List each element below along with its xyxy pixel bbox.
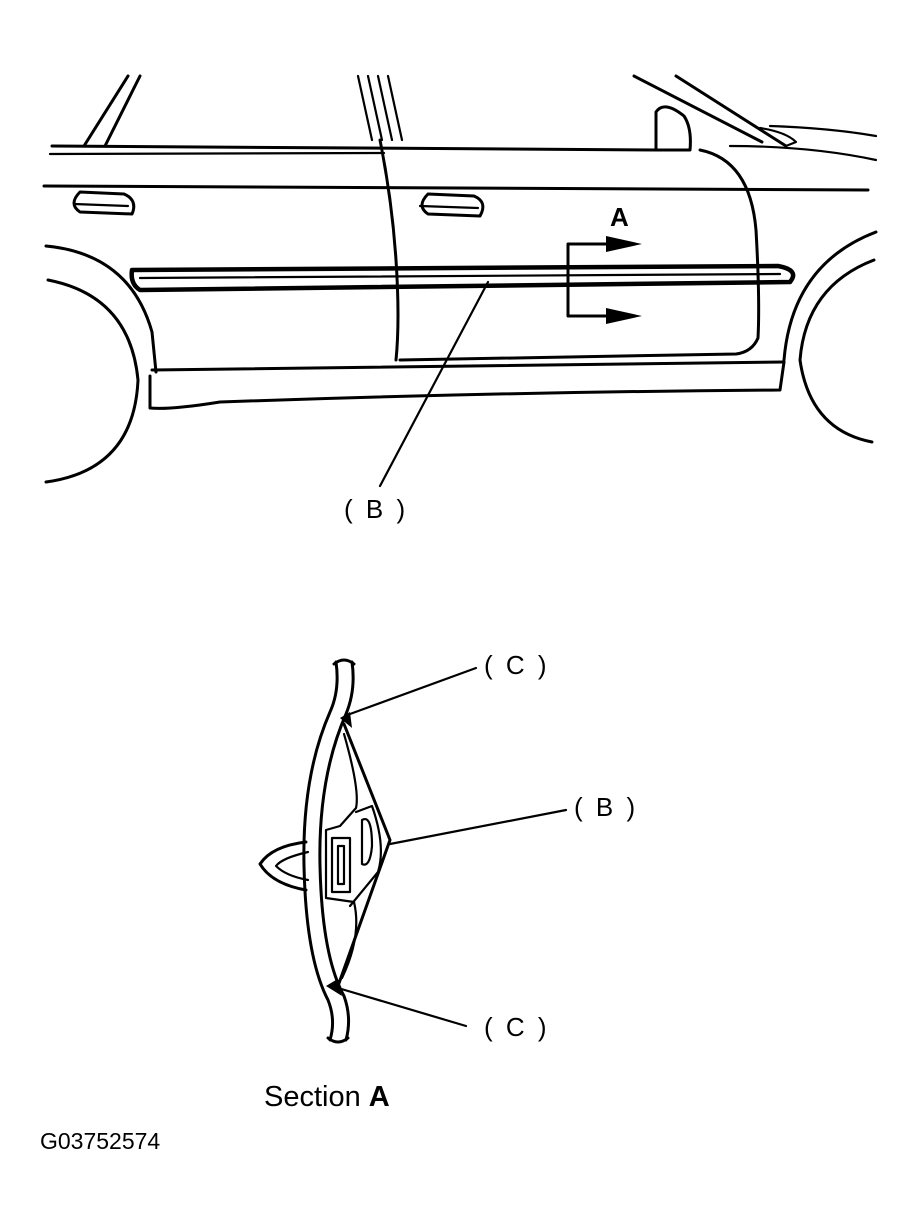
- molding-profile-inner: [324, 732, 358, 980]
- tape-top-leader-line: [348, 666, 478, 716]
- section-arrow-upper: [606, 236, 642, 252]
- molding-hollow: [360, 818, 374, 866]
- hood-line: [768, 124, 878, 138]
- figure-code: G03752574: [40, 1128, 160, 1154]
- rear-wheel-arch: [44, 244, 158, 374]
- side-molding-inner: [138, 272, 782, 280]
- a-pillar-line-1: [632, 74, 764, 144]
- panel-break-top: [332, 658, 356, 666]
- clip-body: [330, 836, 352, 894]
- rear-door-handle-inner: [72, 202, 130, 208]
- rear-window-line: [82, 74, 130, 148]
- molding-section-leader-line: [388, 808, 568, 846]
- rocker-upper-line: [150, 360, 786, 372]
- molding-profile-outer: [336, 722, 392, 988]
- tape-top: [340, 712, 352, 728]
- section-caption-letter: A: [369, 1081, 390, 1113]
- b-pillar-line-3: [376, 74, 394, 142]
- front-door-handle: [420, 192, 485, 218]
- b-pillar-line-4: [386, 74, 404, 142]
- section-arrow-lower: [606, 308, 642, 324]
- section-marker-bracket: [566, 242, 610, 318]
- rocker-lower-line: [148, 360, 786, 410]
- body-character-line: [42, 184, 870, 192]
- b-pillar-line-2: [366, 74, 384, 142]
- front-wheel-arch: [782, 230, 878, 362]
- door-panel-outer-wall: [302, 660, 339, 1042]
- clip-inner: [336, 844, 346, 886]
- push-pin-stem: [274, 850, 310, 882]
- upper-belt-line: [48, 151, 386, 156]
- rear-window-inner-line: [103, 74, 142, 148]
- push-pin-head: [258, 840, 308, 892]
- panel-break-bottom: [326, 1036, 350, 1044]
- door-gap-line: [378, 138, 400, 362]
- section-caption-word: Section: [264, 1081, 361, 1113]
- side-mirror: [654, 105, 692, 152]
- tape-top-callout-label: ( C ): [484, 650, 550, 680]
- front-door-handle-inner: [418, 204, 480, 210]
- window-sill-line: [50, 144, 660, 152]
- front-tire: [798, 258, 876, 444]
- tape-bottom-callout-label: ( C ): [484, 1012, 550, 1042]
- molding-leader-line: [378, 280, 490, 488]
- car-side-view: A ( B ): [42, 74, 878, 524]
- door-panel-inner-wall: [318, 660, 355, 1042]
- molding-callout-label: ( B ): [344, 494, 408, 524]
- cowl-line: [728, 144, 878, 162]
- rear-door-handle: [72, 190, 136, 216]
- side-molding: [129, 263, 796, 293]
- front-door-outline: [398, 148, 761, 362]
- section-a-view: ( C ) ( B ) ( C ): [258, 650, 638, 1044]
- rear-tire: [44, 278, 140, 484]
- tape-bottom: [326, 980, 342, 996]
- b-pillar-line-1: [356, 74, 374, 142]
- windshield-wiper: [758, 126, 798, 148]
- tape-bottom-leader-line: [336, 986, 468, 1028]
- section-arrow-label: A: [610, 202, 629, 232]
- molding-cavity: [348, 804, 382, 908]
- molding-section-callout-label: ( B ): [574, 792, 638, 822]
- a-pillar-line-2: [674, 74, 788, 148]
